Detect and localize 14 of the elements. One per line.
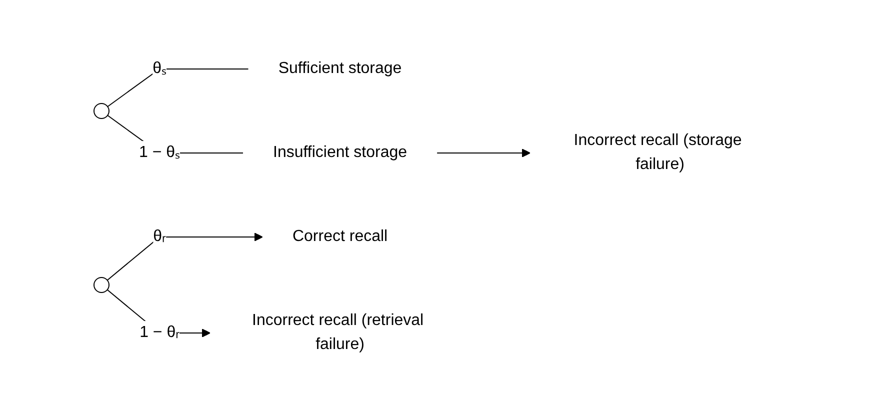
node-circle <box>93 277 110 293</box>
arrow <box>106 232 263 281</box>
node-text: Insufficient storage <box>273 144 408 161</box>
edge-label: 1 − θₛ <box>138 144 180 161</box>
edge-label: θᵣ <box>153 228 166 245</box>
node-text: Incorrect recall (storage failure) <box>574 132 742 173</box>
node-text: Incorrect recall (retrieval failure) <box>252 312 424 353</box>
arrow <box>436 148 530 158</box>
node-circle <box>93 103 110 119</box>
node-text: Sufficient storage <box>278 60 402 77</box>
connector <box>107 68 249 108</box>
edge-label: θₛ <box>152 60 166 77</box>
edge-label: 1 − θᵣ <box>140 324 180 341</box>
node-text: Correct recall <box>292 228 388 245</box>
